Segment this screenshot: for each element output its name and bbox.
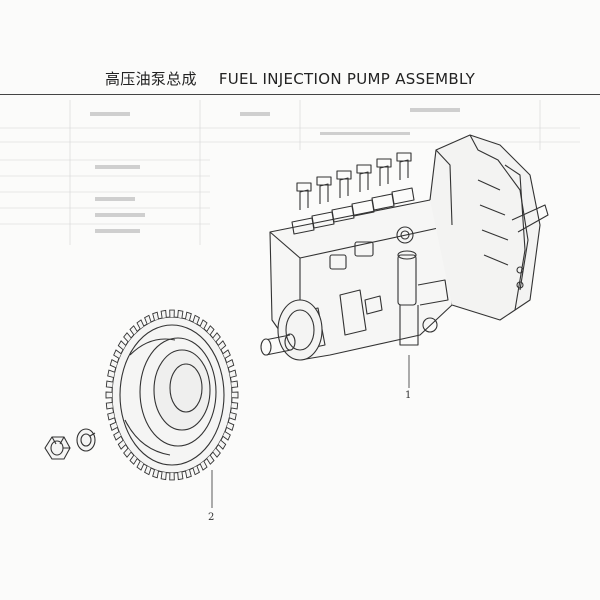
gear-tooth <box>105 391 113 399</box>
gear-tooth <box>217 439 227 450</box>
gear-tooth <box>185 469 192 479</box>
page-title: 高压油泵总成 FUEL INJECTION PUMP ASSEMBLY <box>105 68 475 89</box>
gear-tooth <box>105 380 113 388</box>
gear-tooth <box>144 314 152 325</box>
delivery-valve-holders <box>291 152 415 235</box>
gear-tooth <box>109 421 118 431</box>
gear-tooth <box>192 314 200 325</box>
gear-tooth <box>185 311 192 321</box>
gear-tooth <box>199 460 208 471</box>
gear-tooth <box>152 469 159 479</box>
gear-tooth <box>152 311 159 321</box>
gear-tooth <box>160 471 167 481</box>
gear-tooth <box>129 325 138 336</box>
gear-teeth <box>105 309 239 481</box>
fuel-injection-pump <box>260 134 549 361</box>
title-english: FUEL INJECTION PUMP ASSEMBLY <box>218 70 476 88</box>
gear-tooth <box>199 319 208 330</box>
gear-tooth <box>177 471 184 481</box>
hex-nut <box>44 436 71 460</box>
gear-tooth <box>117 439 127 450</box>
gear-tooth <box>136 460 145 471</box>
title-chinese: 高压油泵总成 <box>105 70 197 88</box>
gear-tooth <box>136 319 145 330</box>
gear-tooth <box>229 412 237 421</box>
lock-washer <box>76 428 96 452</box>
gear-tooth <box>107 369 115 378</box>
feed-pump <box>397 250 449 346</box>
gear-tooth <box>123 332 132 343</box>
gear-tooth <box>109 359 118 369</box>
drive-flange <box>260 299 326 361</box>
gear-tooth <box>177 309 184 319</box>
bleed-through-marks <box>90 108 460 233</box>
gear-tooth <box>212 332 221 343</box>
gear-tooth <box>113 349 122 359</box>
gear-tooth <box>107 412 115 421</box>
gear-tooth <box>226 421 235 431</box>
gear-tooth <box>169 472 175 481</box>
gear-tooth <box>113 431 122 441</box>
gear-tooth <box>169 309 175 318</box>
gear-tooth <box>217 340 227 351</box>
gear-tooth <box>229 369 237 378</box>
pump-fittings <box>329 226 414 336</box>
gear-tooth <box>117 340 127 351</box>
gear-tooth <box>160 309 167 319</box>
callout-1: 1 <box>405 390 411 401</box>
gear-tooth <box>226 359 235 369</box>
gear-tooth <box>222 431 231 441</box>
gear-tooth <box>192 465 200 476</box>
gear-tooth <box>206 325 215 336</box>
callout-2: 2 <box>208 512 214 523</box>
gear-tooth <box>144 465 152 476</box>
gear-tooth <box>231 391 239 399</box>
gear-tooth <box>212 447 221 458</box>
title-divider <box>0 94 600 95</box>
gear-tooth <box>129 454 138 465</box>
gear-tooth <box>222 349 231 359</box>
gear-tooth <box>206 454 215 465</box>
leader-lines <box>211 355 410 508</box>
gear-tooth <box>231 380 239 388</box>
gear-tooth <box>105 402 113 410</box>
gear-tooth <box>231 402 239 410</box>
gear-tooth <box>123 447 132 458</box>
title-bar: 高压油泵总成 FUEL INJECTION PUMP ASSEMBLY <box>0 62 600 94</box>
gear <box>105 309 239 481</box>
